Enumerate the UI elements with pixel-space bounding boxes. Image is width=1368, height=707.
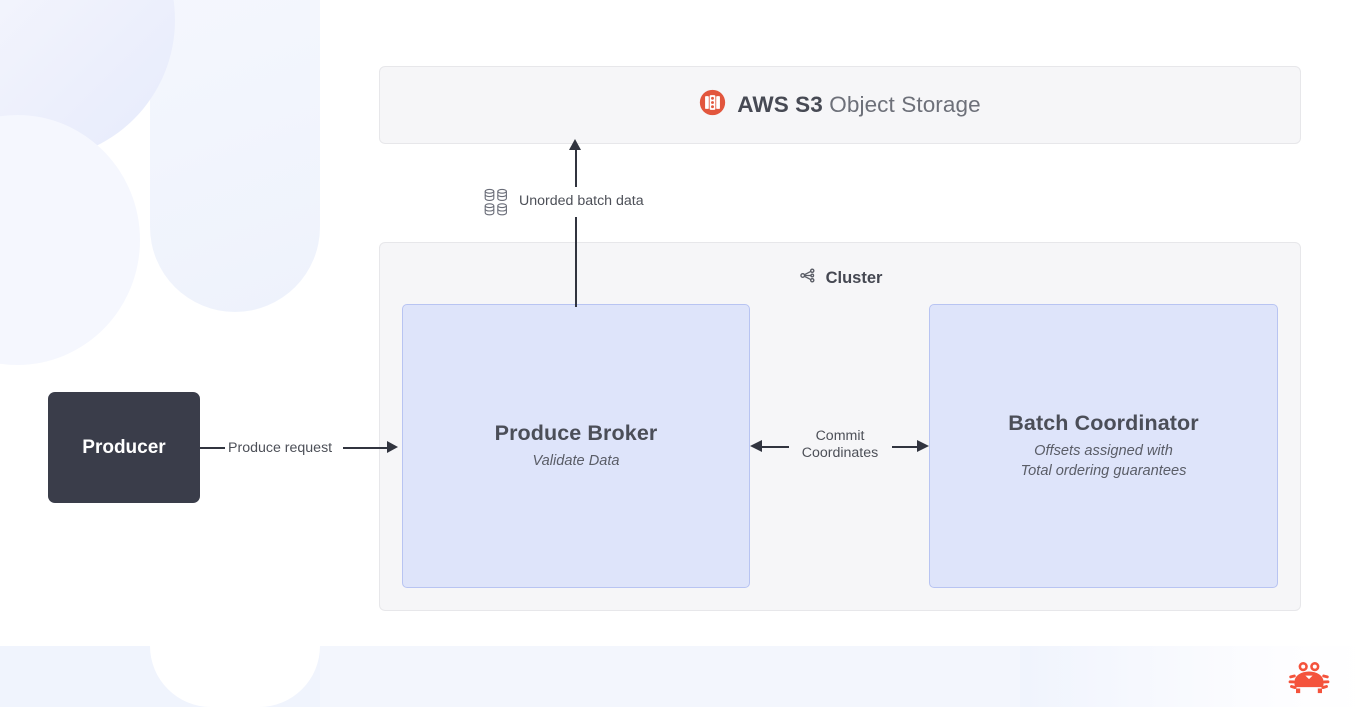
- aws-s3-descriptor-text: Object Storage: [829, 92, 981, 117]
- decorative-circle-top: [0, 0, 175, 160]
- decorative-pill-shape: [150, 0, 320, 312]
- edge-commit-coordinates-label: Commit Coordinates: [791, 428, 889, 462]
- aws-s3-brand: AWS S3: [737, 92, 823, 117]
- cluster-label: Cluster: [825, 268, 883, 287]
- node-producer-label: Producer: [82, 436, 166, 458]
- aws-s3-title-group: AWS S3 Object Storage: [699, 89, 981, 121]
- node-producer[interactable]: Producer: [48, 392, 200, 503]
- edge-unordered-batch-line-upper: [575, 150, 577, 187]
- database-stack-icon: [484, 188, 512, 221]
- node-produce-broker[interactable]: Produce Broker Validate Data: [402, 304, 750, 588]
- node-batch-coordinator[interactable]: Batch Coordinator Offsets assigned with …: [929, 304, 1278, 588]
- decorative-bottom-band-segment: [320, 646, 1020, 707]
- edge-commit-coordinates-line-right: [892, 446, 918, 448]
- edge-produce-request-line-right: [343, 447, 388, 449]
- aws-s3-title: AWS S3 Object Storage: [737, 92, 980, 118]
- edge-produce-request-line-left: [200, 447, 225, 449]
- edge-commit-coordinates-label-line-2: Coordinates: [801, 445, 879, 461]
- edge-produce-request-arrowhead: [387, 441, 398, 453]
- edge-commit-coordinates-label-line-1: Commit: [815, 428, 865, 444]
- edge-unordered-batch-label: Unorded batch data: [519, 193, 644, 209]
- decorative-bottom-band-notch: [150, 646, 320, 707]
- node-batch-coordinator-subtitle-line-2: Total ordering guarantees: [1020, 463, 1187, 479]
- edge-commit-coordinates-arrowhead-left: [750, 440, 762, 452]
- node-batch-coordinator-title: Batch Coordinator: [1008, 411, 1199, 435]
- edge-commit-coordinates-arrowhead-right: [917, 440, 929, 452]
- decorative-bottom-band: [0, 646, 1368, 707]
- edge-unordered-batch-line-lower: [575, 217, 577, 307]
- cluster-header: Cluster: [380, 266, 1300, 290]
- aws-s3-container: AWS S3 Object Storage: [379, 66, 1301, 144]
- network-topology-icon: [798, 266, 817, 290]
- node-batch-coordinator-subtitle-line-1: Offsets assigned with: [1034, 443, 1173, 459]
- aws-s3-bucket-icon: [699, 89, 726, 121]
- node-produce-broker-subtitle: Validate Data: [532, 453, 620, 469]
- crab-logo[interactable]: [1288, 655, 1330, 702]
- decorative-circle-bottom: [0, 115, 140, 365]
- edge-produce-request-label: Produce request: [228, 440, 333, 456]
- edge-commit-coordinates-line-left: [762, 446, 789, 448]
- node-produce-broker-title: Produce Broker: [494, 421, 658, 445]
- edge-unordered-batch-arrowhead: [569, 139, 581, 150]
